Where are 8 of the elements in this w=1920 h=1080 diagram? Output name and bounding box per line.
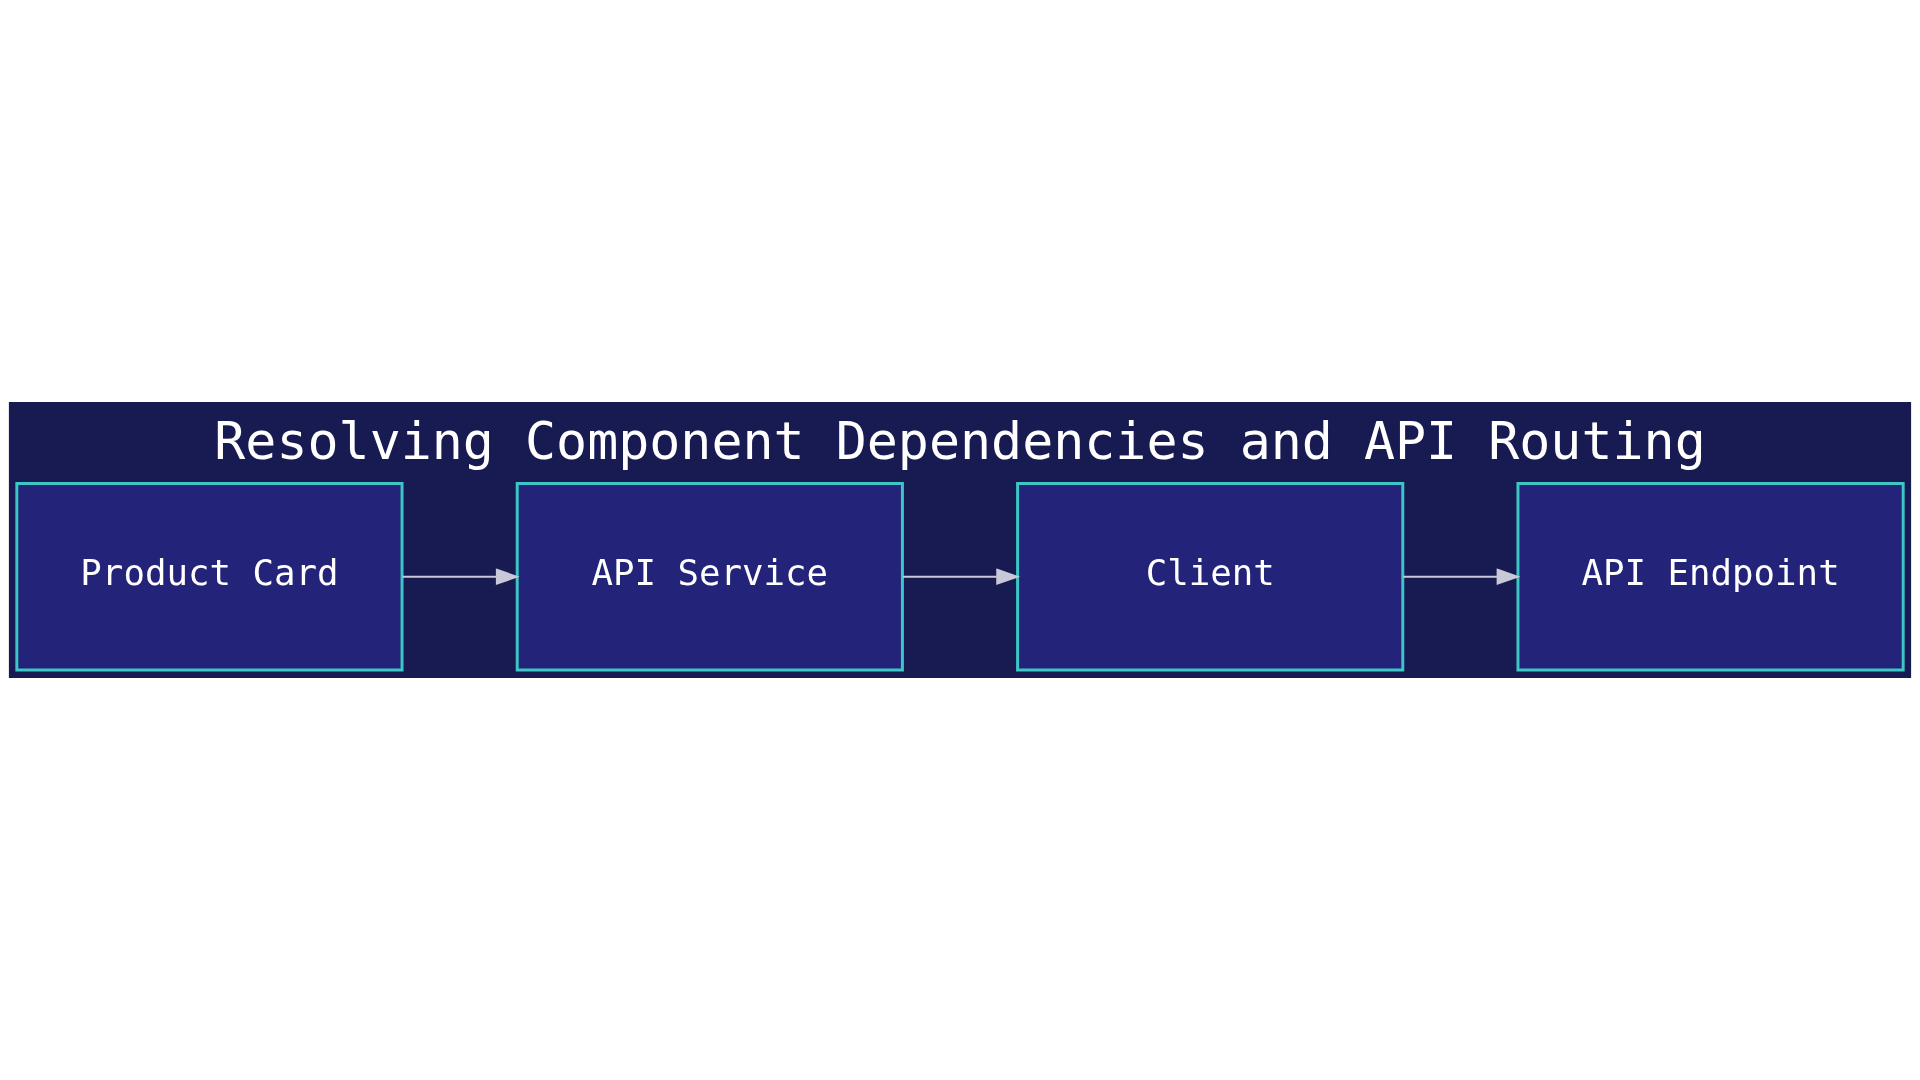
arrow [1402,568,1521,586]
node-box: API Endpoint [1516,481,1905,672]
node-box: API Service [515,481,904,672]
node-box: Client [1016,481,1405,672]
diagram-title: Resolving Component Dependencies and API Routing [214,411,1706,472]
arrow [902,568,1021,586]
arrow [401,568,520,586]
node-box: Product Card [15,481,404,672]
